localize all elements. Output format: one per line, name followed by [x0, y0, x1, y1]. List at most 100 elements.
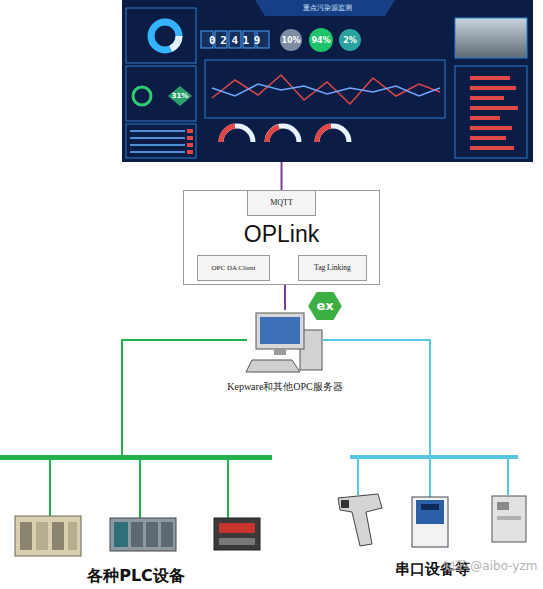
bar — [470, 86, 516, 90]
node-label: Kepware和其他OPC服务器 — [227, 380, 343, 394]
module-box: OPC DA Client — [197, 255, 270, 281]
bus-drop — [227, 458, 229, 518]
barcode-scanner — [338, 494, 382, 546]
plc-module — [36, 522, 48, 550]
box-port — [497, 502, 509, 510]
monitor — [256, 313, 304, 349]
meter-display — [219, 523, 255, 533]
percent-value: 2% — [343, 36, 357, 45]
percent-value: 31% — [172, 92, 189, 100]
gauge-value — [267, 127, 279, 142]
donut-segment — [151, 22, 179, 50]
connector-line — [122, 340, 247, 456]
module-box: MQTT — [247, 190, 316, 216]
plc-bus — [0, 455, 272, 460]
scanner-head — [341, 500, 349, 508]
node-label: OPLink — [184, 221, 379, 248]
plc-module — [68, 522, 77, 550]
node-label: 重点污染源监测 — [122, 3, 533, 13]
inverter-panel — [416, 500, 444, 524]
plc-module — [161, 522, 173, 547]
platform-box: OPLink MQTT OPC DA Client Tag Linking — [183, 190, 380, 285]
bar — [470, 116, 500, 120]
screen-bg — [122, 0, 533, 162]
keyboard — [246, 360, 300, 372]
controller-box — [492, 496, 526, 542]
bar-panel — [455, 66, 527, 158]
module-box: Tag Linking — [298, 255, 367, 281]
bus-drop — [357, 457, 359, 495]
list-row — [130, 151, 185, 153]
bar — [470, 76, 510, 80]
node-label: OPC DA Client — [198, 256, 269, 280]
badge-text: ex — [316, 298, 333, 313]
kepware-badge — [307, 291, 343, 321]
monitor-stand — [274, 349, 286, 355]
list-tag — [187, 136, 193, 140]
gauge-value — [317, 126, 331, 142]
list-tag — [187, 150, 193, 154]
gauge-value — [221, 126, 235, 142]
bar — [470, 146, 514, 150]
bar — [470, 126, 512, 130]
box-body — [492, 496, 526, 542]
plc-device — [15, 516, 81, 556]
gauge — [267, 126, 299, 142]
meter-keys — [219, 538, 255, 545]
box-vent — [497, 516, 521, 520]
counter-value: 02419 — [205, 34, 265, 47]
node-label: Tag Linking — [299, 256, 366, 280]
bar — [470, 96, 504, 100]
plc-module — [20, 522, 32, 550]
opc-server: Kepware和其他OPC服务器 — [247, 310, 323, 374]
plc-device — [110, 518, 176, 551]
serial-bus — [350, 455, 518, 459]
device-group: 各种PLC设备 — [0, 456, 272, 589]
percent-circle — [339, 29, 361, 51]
panel — [126, 66, 196, 121]
connector-line — [323, 340, 430, 456]
watermark: 知乎 @aibo-yzm — [443, 558, 538, 575]
inverter-body — [412, 497, 448, 547]
plc-module — [52, 522, 64, 550]
plc-module — [146, 522, 158, 547]
line-series — [212, 84, 440, 96]
plc-module — [114, 522, 128, 547]
monitor-screen — [260, 317, 300, 344]
percent-value: 94% — [311, 36, 330, 45]
bar — [470, 106, 518, 110]
inverter-display — [421, 504, 439, 510]
inverter — [412, 497, 448, 547]
meter-body — [214, 518, 260, 550]
ring-chart — [133, 87, 151, 105]
panel — [126, 124, 196, 158]
chart-panel — [205, 60, 445, 118]
diamond-chart — [168, 86, 192, 106]
bar — [470, 136, 506, 140]
plc-body — [110, 518, 176, 551]
gauge — [317, 126, 349, 142]
donut-chart — [151, 22, 179, 50]
list-row — [130, 130, 185, 132]
percent-circle — [280, 29, 302, 51]
plc-body — [15, 516, 81, 556]
plc-module — [131, 522, 143, 547]
connector-line — [284, 285, 286, 310]
list-tag — [187, 143, 193, 147]
computer-icon — [246, 313, 322, 372]
list-row — [130, 144, 185, 146]
node-label: MQTT — [248, 191, 315, 215]
dashboard-screen — [122, 0, 533, 162]
panel-meter — [214, 518, 260, 550]
percent-value: 10% — [281, 36, 300, 45]
bus-drop — [429, 457, 431, 497]
line-series — [212, 75, 440, 104]
node-label: 各种PLC设备 — [0, 566, 272, 587]
dashboard-screen: 重点污染源监测 — [122, 0, 533, 162]
panel — [126, 8, 196, 63]
site-photo — [455, 18, 527, 58]
percent-circle — [309, 28, 333, 52]
